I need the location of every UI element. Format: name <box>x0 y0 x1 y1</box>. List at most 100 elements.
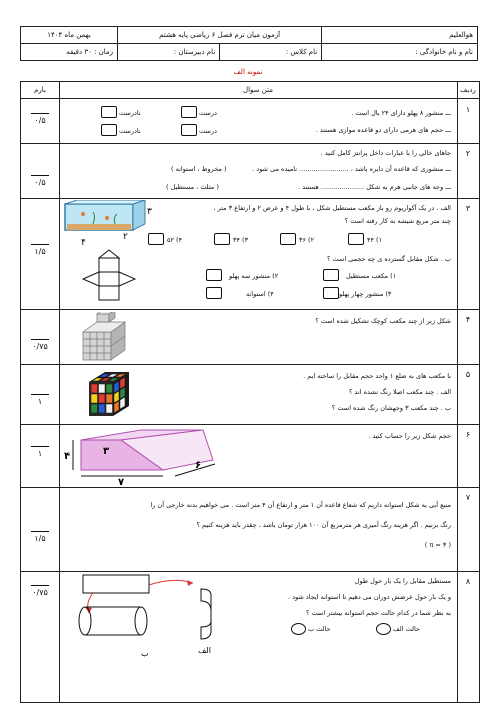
q1-s2-true-box[interactable] <box>181 124 197 136</box>
q3b-option-4-box[interactable] <box>206 287 222 299</box>
q6-base-label: ۷ <box>118 477 124 486</box>
q3b-option-1-box[interactable] <box>323 269 339 281</box>
aquarium-length-label: ۴ <box>81 238 86 248</box>
question-score: ۰/۵ <box>21 113 59 125</box>
q3b-text: ب . شکل مقابل گسترده ی چه حجمی است ؟ <box>326 255 451 263</box>
q8-text-2: و یک بار حول عرضش دوران می دهیم تا استوا… <box>287 593 451 601</box>
question-score: ۱ <box>21 446 59 458</box>
question-row-3: ۳ ۱/۵ ۳ ۴ ۲ الف . در یک آکواریوم رو <box>21 198 479 310</box>
false-label: نادرست <box>119 127 141 135</box>
q7-text-2: رنگ بزنیم . اگر هزینه رنگ آمیزی هر مترمر… <box>196 521 451 529</box>
question-score: ۱/۵ <box>21 531 59 543</box>
row-column-divider <box>457 82 458 702</box>
q3b-option-1: ۱) مکعب مستطیل <box>346 272 397 280</box>
q7-pi: ( π = ۳ ) <box>424 541 451 549</box>
q8-option-b-circle[interactable] <box>291 623 306 635</box>
question-number: ۸ <box>465 577 471 586</box>
q3b-option-3-box[interactable] <box>323 287 339 299</box>
q3b-option-3: ۳) منشور چهار پهلو <box>339 290 392 298</box>
aquarium-height-label: ۳ <box>147 207 152 217</box>
true-label: درست <box>199 127 217 135</box>
time-label: زمان : ۳۰ دقیقه <box>19 43 119 61</box>
question-number: ۶ <box>465 430 471 439</box>
q3a-option-4: ۴) ۵۲ <box>167 236 183 244</box>
q3a-option-4-box[interactable] <box>148 233 164 245</box>
exam-date: بهمن ماه ۱۴۰۴ <box>19 26 119 44</box>
q1-statement-1: ـــ منشور ۸ پهلو دارای ۲۴ یال است . <box>351 109 451 117</box>
exam-title: آزمون میان ترم فصل ۶ ریاضی پایه هشتم <box>117 26 323 44</box>
q3a-text-1: الف . در یک آکواریوم رو باز مکعب مستطیل … <box>213 204 451 212</box>
fig-a-label: الف <box>198 646 211 655</box>
fig-b-label: ب <box>141 649 149 658</box>
question-row-6: ۶ ۱ حجم شکل زیر را حساب کنید . ۴ ۳ ۶ ۷ <box>21 424 479 488</box>
sample-label: نمونه الف <box>233 68 263 76</box>
q3a-option-1-box[interactable] <box>348 233 364 245</box>
q6-height-label: ۴ <box>64 451 70 462</box>
q1-s2-false-box[interactable] <box>101 124 117 136</box>
q1-statement-2: ـــ حجم های هرمی دارای دو قاعده موازی هس… <box>315 126 451 134</box>
row-column-header: ردیف <box>460 86 476 94</box>
question-score: ۰/۵ <box>21 175 59 187</box>
trapezoid-prism-image: ۴ ۳ ۶ ۷ <box>64 429 216 486</box>
question-row-7: ۷ ۱/۵ منبع آبی به شکل استوانه داریم که ش… <box>21 487 479 572</box>
q3b-option-2-box[interactable] <box>206 269 222 281</box>
question-row-1: ۱ ۰/۵ ـــ منشور ۸ پهلو دارای ۲۴ یال است … <box>21 99 479 144</box>
false-label: نادرست <box>119 109 141 117</box>
q8-text-3: به نظر شما در کدام حالت حجم استوانه بیشت… <box>305 609 451 617</box>
school-name-label: نام دبیرستان : <box>117 43 221 61</box>
q8-option-b: حالت ب <box>308 625 331 633</box>
question-score: ۰/۷۵ <box>21 585 59 597</box>
q8-option-a: حالت الف <box>393 625 420 633</box>
q3a-option-2: ۲) ۳۶ <box>299 236 315 244</box>
question-number: ۵ <box>465 370 471 379</box>
class-label: نام کلاس : <box>219 43 323 61</box>
question-number: ۷ <box>465 493 471 502</box>
question-score: ۱/۵ <box>21 244 59 256</box>
q2-intro: جاهای خالی را با عبارات داخل پرانتز کامل… <box>320 149 451 157</box>
q1-s1-false-box[interactable] <box>101 106 117 118</box>
q2-statement-1: ـــ منشوری که قاعده آن دایره باشد ، ....… <box>252 165 451 173</box>
q5-text-3: ب . چند مکعب ۳ وجهشان رنگ شده است ؟ <box>331 404 451 412</box>
q2-statement-2: ـــ وجه های جانبی هرم به شکل ...........… <box>298 183 451 191</box>
student-name-label: نام و نام خانوادگی : <box>321 43 478 61</box>
q3b-option-4: ۴) استوانه <box>246 290 274 298</box>
question-row-2: ۲ ۰/۵ جاهای خالی را با عبارات داخل پرانت… <box>21 143 479 199</box>
q3a-option-1: ۱) ۴۴ <box>367 236 383 244</box>
q3a-option-3: ۳) ۳۴ <box>233 236 249 244</box>
question-number: ۲ <box>465 149 471 158</box>
q6-top-label: ۳ <box>103 446 109 457</box>
q4-text: شکل زیر از چند مکعب کوچک تشکیل شده است ؟ <box>315 317 451 325</box>
q2-options-1: ( مخروط ، استوانه ) <box>171 165 227 173</box>
q8-text-1: مستطیل مقابل را یک بار حول طول <box>354 577 451 585</box>
q5-text-2: الف . چند مکعب اصلا رنگ نشده اند ؟ <box>349 388 451 396</box>
q3a-option-2-box[interactable] <box>280 233 296 245</box>
q6-depth-label: ۶ <box>195 460 201 471</box>
prism-net-image <box>81 249 137 301</box>
question-score: ۰/۷۵ <box>21 339 59 351</box>
q1-s1-true-box[interactable] <box>181 106 197 118</box>
question-score: ۱ <box>21 394 59 406</box>
cube-stack-image <box>81 312 127 361</box>
q8-option-a-circle[interactable] <box>376 623 391 635</box>
true-label: درست <box>199 109 217 117</box>
q2-options-2: ( مثلث ، مستطیل ) <box>166 183 219 191</box>
q3a-text-2: چند متر مربع شیشه به کار رفته است ؟ <box>344 217 451 225</box>
school-motto: هوالعلیم <box>321 26 478 44</box>
rubiks-cube-image <box>89 372 129 416</box>
score-column-divider <box>59 82 60 702</box>
question-row-4: ۴ ۰/۷۵ شکل زیر از چند مکعب کوچک تشکیل شد… <box>21 309 479 365</box>
q3a-option-3-box[interactable] <box>214 233 230 245</box>
question-row-8: ۸ ۰/۷۵ مستطیل مقابل را یک بار حول طول و … <box>21 571 479 701</box>
score-column-header: بارم <box>34 86 46 94</box>
aquarium-width-label: ۲ <box>123 232 128 242</box>
q3b-option-2: ۲) منشور سه پهلو <box>229 272 279 280</box>
question-column-header: متن سوال <box>243 86 273 94</box>
q5-text-1: با مکعب های به ضلع ۱ واحد حجم مقابل را س… <box>303 372 451 380</box>
exam-header: بهمن ماه ۱۴۰۴ آزمون میان ترم فصل ۶ ریاضی… <box>19 26 478 61</box>
rotation-figures-image: الف ب <box>78 574 212 658</box>
question-number: ۳ <box>465 204 471 213</box>
column-header-row: بارم متن سوال ردیف <box>21 82 479 99</box>
q7-text-1: منبع آبی به شکل استوانه داریم که شعاع قا… <box>150 501 451 509</box>
question-number: ۴ <box>465 315 471 324</box>
